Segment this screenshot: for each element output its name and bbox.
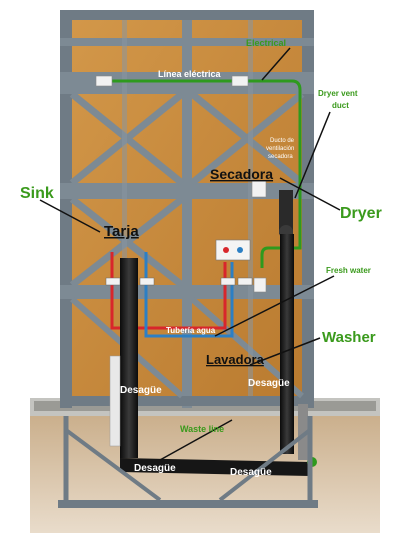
leader-sink bbox=[39, 199, 101, 233]
stud-1 bbox=[122, 20, 127, 396]
label-secadora: Secadora bbox=[210, 166, 273, 182]
water-supply bbox=[105, 239, 253, 338]
washer-valve-right bbox=[237, 277, 253, 286]
leader-dryer bbox=[279, 177, 341, 211]
label-ducto-3: secadora bbox=[268, 154, 293, 160]
sink-valve-left bbox=[105, 277, 121, 286]
label-tarja: Tarja bbox=[104, 223, 139, 240]
frame-top-rail bbox=[60, 10, 314, 20]
leader-dryer-vent bbox=[294, 111, 331, 199]
frame-left-post bbox=[60, 10, 72, 408]
vent-duct-pipe bbox=[279, 190, 293, 234]
dryer-outlet-box bbox=[251, 180, 267, 198]
frame-center-post bbox=[182, 10, 192, 408]
label-washer: Washer bbox=[322, 329, 376, 346]
label-ducto-1: Ducto de bbox=[270, 138, 295, 144]
stand-brace-2 bbox=[218, 428, 312, 502]
label-waste-line: Waste line bbox=[180, 424, 224, 434]
leader-washer bbox=[249, 337, 321, 366]
leader-lines bbox=[39, 47, 341, 461]
right-standpipe bbox=[298, 404, 308, 460]
label-dryer: Dryer bbox=[340, 205, 382, 222]
frame-right-post bbox=[302, 10, 314, 408]
label-tuberia-agua: Tubería agua bbox=[166, 326, 216, 335]
outlet-box-right bbox=[231, 75, 249, 87]
dryer-vent-duct bbox=[279, 190, 293, 239]
label-desague-bottom-right: Desagüe bbox=[230, 467, 272, 478]
electrical-wire bbox=[108, 79, 302, 268]
stud-2 bbox=[248, 20, 253, 396]
stand-brace-1 bbox=[64, 428, 162, 502]
labels: Electrical Línea eléctrica Dryer vent du… bbox=[20, 38, 382, 478]
frame-bottom-rail bbox=[60, 396, 314, 406]
label-dryer-vent-duct-1: Dryer vent bbox=[318, 89, 358, 98]
label-lavadora: Lavadora bbox=[206, 352, 265, 367]
sink-drain-white bbox=[109, 355, 121, 447]
cold-water-pipe bbox=[144, 252, 234, 338]
frame-rail-3 bbox=[60, 183, 314, 199]
hot-water-pipe bbox=[110, 252, 227, 330]
label-desague-bottom-left: Desagüe bbox=[134, 463, 176, 474]
drain-system bbox=[58, 234, 318, 508]
sink-drain-pipe bbox=[120, 258, 138, 458]
leader-electrical bbox=[261, 47, 291, 81]
label-electrical: Electrical bbox=[246, 38, 286, 48]
label-ducto-2: ventilación bbox=[266, 146, 294, 152]
leader-fresh-water bbox=[214, 275, 335, 337]
label-sink: Sink bbox=[20, 185, 54, 202]
washer-outlet-box bbox=[253, 277, 267, 293]
hot-valve bbox=[223, 247, 229, 253]
frame-rail-1 bbox=[60, 38, 314, 46]
label-desague-right: Desagüe bbox=[248, 378, 290, 389]
cold-valve bbox=[237, 247, 243, 253]
label-dryer-vent-duct-2: duct bbox=[332, 101, 349, 110]
waste-line-pipe bbox=[120, 458, 310, 476]
washer-drain-pipe bbox=[280, 234, 294, 454]
label-linea-electrica: Línea eléctrica bbox=[158, 69, 222, 79]
sink-valve-right bbox=[139, 277, 155, 286]
brace-4 bbox=[189, 91, 305, 186]
leader-waste-line bbox=[159, 419, 233, 461]
frame-rail-4 bbox=[60, 285, 314, 299]
label-fresh-water: Fresh water bbox=[326, 266, 371, 275]
washer-supply-box bbox=[215, 239, 251, 261]
stand-base bbox=[58, 500, 318, 508]
outlet-box-left bbox=[95, 75, 113, 87]
label-desague-left: Desagüe bbox=[120, 385, 162, 396]
washer-valve-left bbox=[220, 277, 236, 286]
electrical-system bbox=[95, 75, 302, 293]
